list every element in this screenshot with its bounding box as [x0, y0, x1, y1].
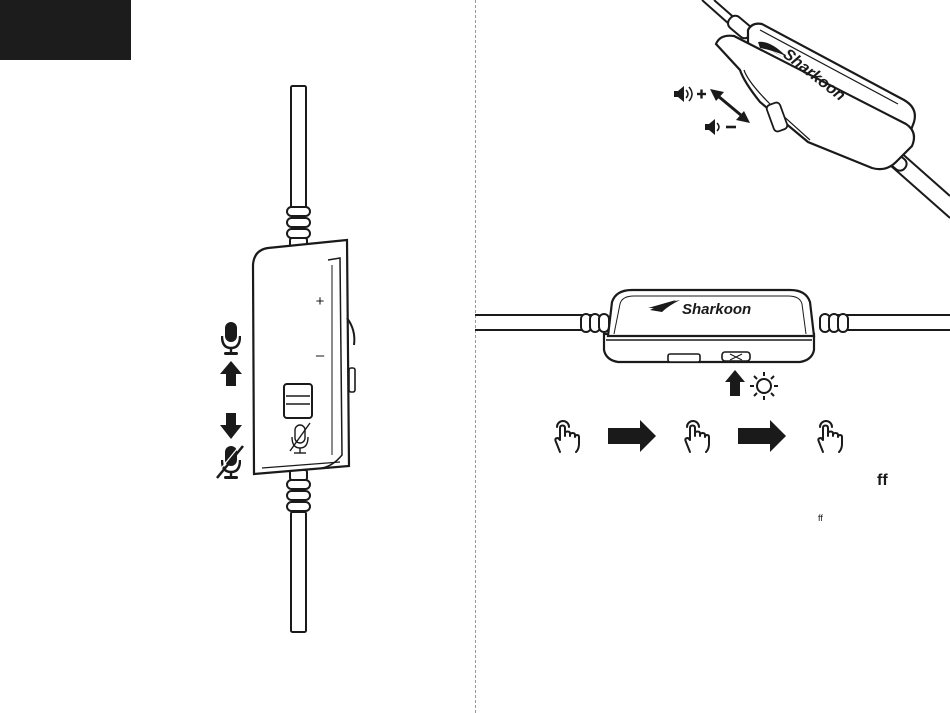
tap-hand-icon — [818, 421, 842, 452]
led-remote-illustration: Sharkoon — [475, 290, 950, 400]
speaker-plus-icon — [674, 86, 706, 102]
cable-strain-relief-bottom — [287, 470, 310, 511]
arrow-right-icon — [608, 420, 656, 452]
arrow-up-icon — [725, 370, 745, 396]
speaker-minus-icon — [705, 119, 736, 135]
microphone-muted-icon — [215, 444, 243, 479]
arrow-up-icon — [220, 361, 242, 386]
volume-remote-illustration: Sharkoon — [674, 0, 950, 218]
double-headed-arrow-icon — [710, 89, 750, 123]
remote-minus-label: – — [316, 347, 325, 364]
sun-icon — [750, 372, 778, 400]
arrow-down-icon — [220, 413, 242, 439]
mute-slider-switch[interactable] — [284, 384, 312, 418]
tap-hand-icon — [685, 421, 709, 452]
left-remote-illustration: + – — [215, 86, 355, 632]
remote-plus-label: + — [316, 293, 325, 310]
text-fragment-ff-large: ff — [877, 472, 888, 490]
tap-sequence — [555, 420, 842, 452]
arrow-right-icon — [738, 420, 786, 452]
text-fragment-ff-small: ff — [818, 513, 823, 523]
microphone-icon — [222, 322, 240, 355]
led-remote-logo: Sharkoon — [682, 301, 751, 318]
tap-hand-icon — [555, 421, 579, 452]
